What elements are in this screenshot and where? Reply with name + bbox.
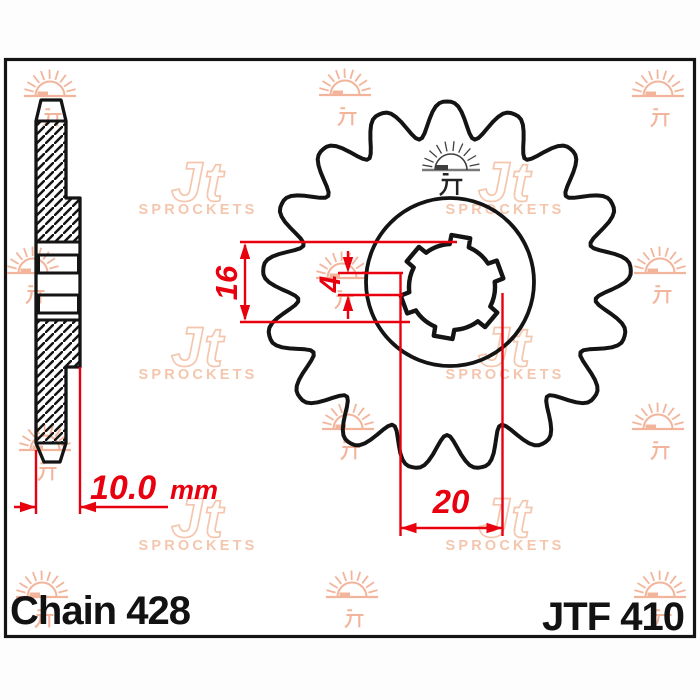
- dim-20-lines: [399, 274, 504, 536]
- sun-watermark-icon: [634, 246, 686, 305]
- dim-16-value: 16: [209, 265, 244, 300]
- arrowhead-icon: [20, 501, 36, 513]
- jt-wordmark: SPROCKETS: [138, 367, 257, 383]
- jt-wordmark: SPROCKETS: [445, 367, 564, 383]
- sprocket-front-view: [261, 99, 633, 470]
- arrowhead-icon: [239, 243, 251, 259]
- dim-16-extension-lines: [240, 240, 457, 324]
- jt-wordmark: SPROCKETS: [445, 538, 564, 554]
- sun-watermark-icon: [322, 402, 374, 461]
- part-number-label: JTF 410: [542, 595, 684, 639]
- hub-circle: [364, 196, 536, 368]
- sun-watermark-icon: [24, 69, 76, 128]
- side-view-section-lines: [36, 119, 80, 445]
- jt-wordmark: SPROCKETS: [445, 202, 564, 218]
- sun-watermark-icon: [319, 68, 371, 127]
- arrowhead-icon: [80, 501, 96, 513]
- jt-mark-icon: [34, 609, 54, 629]
- jt-wordmark: SPROCKETS: [138, 202, 257, 218]
- sprocket-teeth-outline: [261, 99, 633, 470]
- jt-mark-icon: [344, 609, 364, 629]
- jt-mark-icon: [340, 441, 360, 461]
- dim-20-value: 20: [432, 483, 470, 520]
- dim-width-value: 10.0: [90, 469, 156, 507]
- jt-mark-icon: [439, 172, 463, 197]
- jt-mark-icon: [337, 107, 357, 127]
- jt-mark-icon: [652, 609, 672, 629]
- arrowhead-icon: [342, 257, 354, 273]
- bore-section-upper: [37, 253, 80, 275]
- dimension-arrowheads: [20, 243, 503, 534]
- bore-section-lower: [37, 293, 80, 315]
- sun-watermark-icon: [16, 570, 68, 629]
- jt-wordmark: SPROCKETS: [138, 538, 257, 554]
- dim-width-lines: [14, 367, 168, 514]
- jt-mark-icon: [652, 285, 672, 305]
- jt-monogram-outline: Jt: [171, 315, 225, 378]
- chain-size-label: Chain 428: [10, 589, 191, 633]
- drawing-frame: [3, 57, 697, 639]
- jt-monogram-outline: Jt: [171, 150, 225, 213]
- spline-bore-outline: [398, 232, 506, 342]
- arrowhead-icon: [342, 295, 354, 311]
- dim-4-lines: [338, 251, 403, 319]
- dim-width-unit: mm: [170, 475, 218, 505]
- sprocket-side-view: [34, 98, 82, 464]
- sun-watermark-icon: [632, 69, 684, 128]
- arrowhead-icon: [486, 522, 503, 534]
- jt-sun-emblem-icon: [422, 141, 480, 197]
- jt-monogram-outline: Jt: [478, 150, 532, 213]
- sun-watermark-icon: [634, 570, 686, 629]
- sun-watermark-icon: [326, 570, 378, 629]
- jt-monogram-outline: Jt: [171, 486, 225, 549]
- arrowhead-icon: [239, 305, 251, 321]
- sun-watermark-icon: [632, 402, 684, 461]
- dimension-layer: 16 4 20 10.0 mm: [14, 240, 504, 536]
- dim-4-value: 4: [314, 275, 347, 293]
- arrowhead-icon: [400, 522, 417, 534]
- jt-mark-icon: [37, 462, 57, 482]
- section-hatching: [36, 121, 80, 443]
- jt-mark-icon: [650, 108, 670, 128]
- jt-monogram-outline: Jt: [478, 486, 532, 549]
- jt-mark-icon: [650, 441, 670, 461]
